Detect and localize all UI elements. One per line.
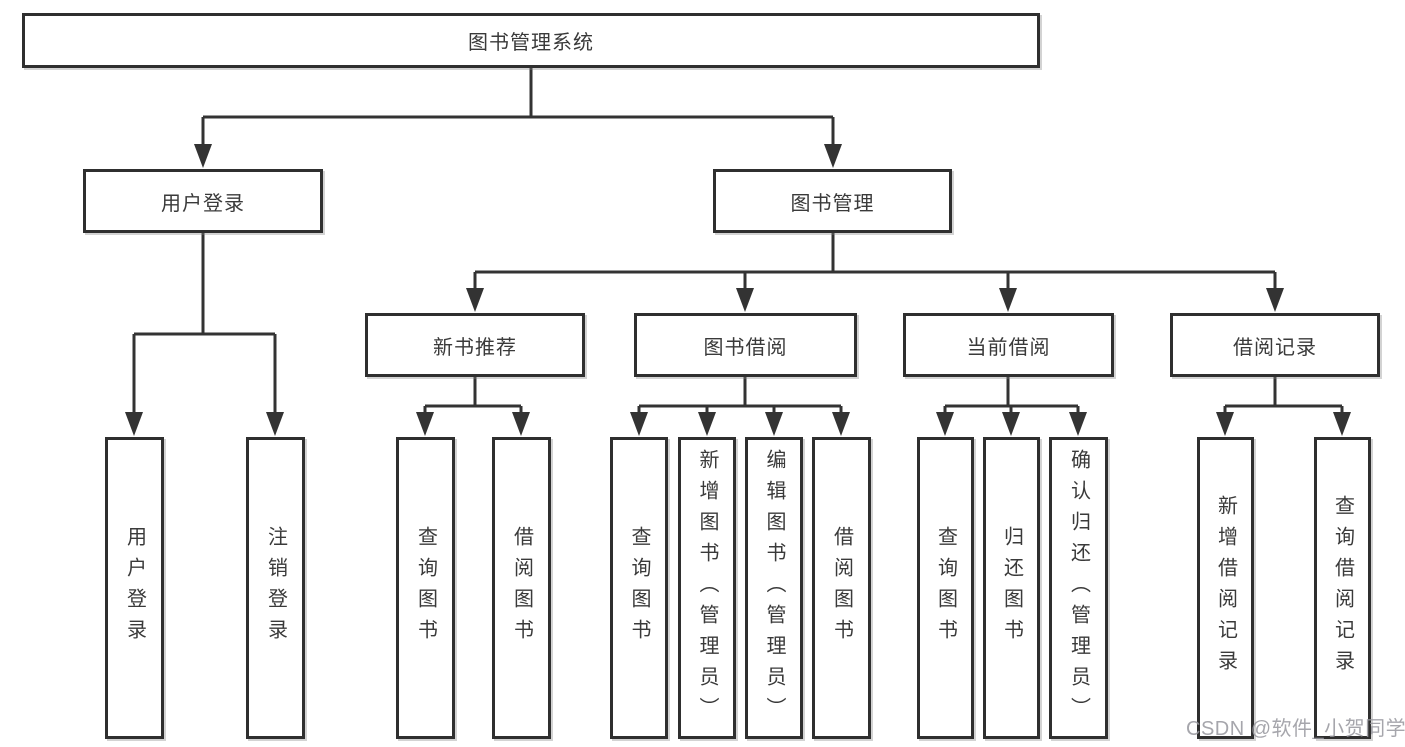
leaf-recommend-query-books-label: 查询图书 [414,526,437,650]
node-book-management-label: 图书管理 [790,192,875,215]
leaf-borrow-query-books: 查询图书 [610,437,668,739]
node-user-login: 用户登录 [83,169,323,233]
node-borrow-records-label: 借阅记录 [1233,336,1317,359]
node-root-label: 图书管理系统 [468,32,594,54]
node-user-login-label: 用户登录 [161,192,245,215]
edge-userlogin-to-leaves [132,233,277,418]
leaf-borrow-add-books: 新增图书（管理员） [678,437,736,739]
node-borrow-records: 借阅记录 [1170,313,1380,377]
arrowheads [125,144,1351,436]
leaf-logout: 注销登录 [246,437,305,739]
leaf-borrow-query-books-label: 查询图书 [628,526,650,650]
leaf-current-return-books-label: 归还图书 [1000,526,1023,650]
leaf-records-add-record: 新增借阅记录 [1197,437,1254,739]
node-root: 图书管理系统 [22,13,1040,68]
node-book-borrow: 图书借阅 [634,313,857,377]
leaf-records-query-record: 查询借阅记录 [1314,437,1371,739]
leaf-current-return-books: 归还图书 [983,437,1040,739]
edge-root-to-level2 [201,68,835,150]
leaf-recommend-query-books: 查询图书 [396,437,455,739]
leaf-borrow-borrow-books: 借阅图书 [812,437,871,739]
watermark: CSDN @软件_小贺同学 [1186,718,1405,740]
leaf-user-login-label: 用户登录 [123,526,146,650]
node-book-management: 图书管理 [713,169,952,233]
edge-records-to-leaves [1223,377,1344,420]
edge-borrow-to-leaves [637,377,843,420]
leaf-current-query-books-label: 查询图书 [934,526,957,650]
leaf-borrow-edit-books: 编辑图书（管理员） [745,437,803,739]
edge-recommend-to-leaves [423,377,523,420]
edge-bookmgmt-to-level3 [473,233,1277,296]
leaf-recommend-borrow-books-label: 借阅图书 [510,526,533,650]
node-new-book-recommend: 新书推荐 [365,313,585,377]
node-new-book-recommend-label: 新书推荐 [433,336,517,359]
node-current-borrow: 当前借阅 [903,313,1114,377]
leaf-current-query-books: 查询图书 [917,437,974,739]
leaf-recommend-borrow-books: 借阅图书 [492,437,551,739]
leaf-user-login: 用户登录 [105,437,164,739]
leaf-current-confirm-return: 确认归还（管理员） [1049,437,1108,739]
leaf-logout-label: 注销登录 [264,526,287,650]
leaf-borrow-add-books-label: 新增图书（管理员） [696,448,718,728]
node-book-borrow-label: 图书借阅 [703,336,788,359]
leaf-borrow-borrow-books-label: 借阅图书 [830,526,853,650]
leaf-borrow-edit-books-label: 编辑图书（管理员） [763,448,785,728]
leaf-records-query-record-label: 查询借阅记录 [1331,495,1354,681]
node-current-borrow-label: 当前借阅 [966,336,1051,359]
leaf-current-confirm-return-label: 确认归还（管理员） [1067,448,1090,728]
leaf-records-add-record-label: 新增借阅记录 [1214,495,1237,681]
